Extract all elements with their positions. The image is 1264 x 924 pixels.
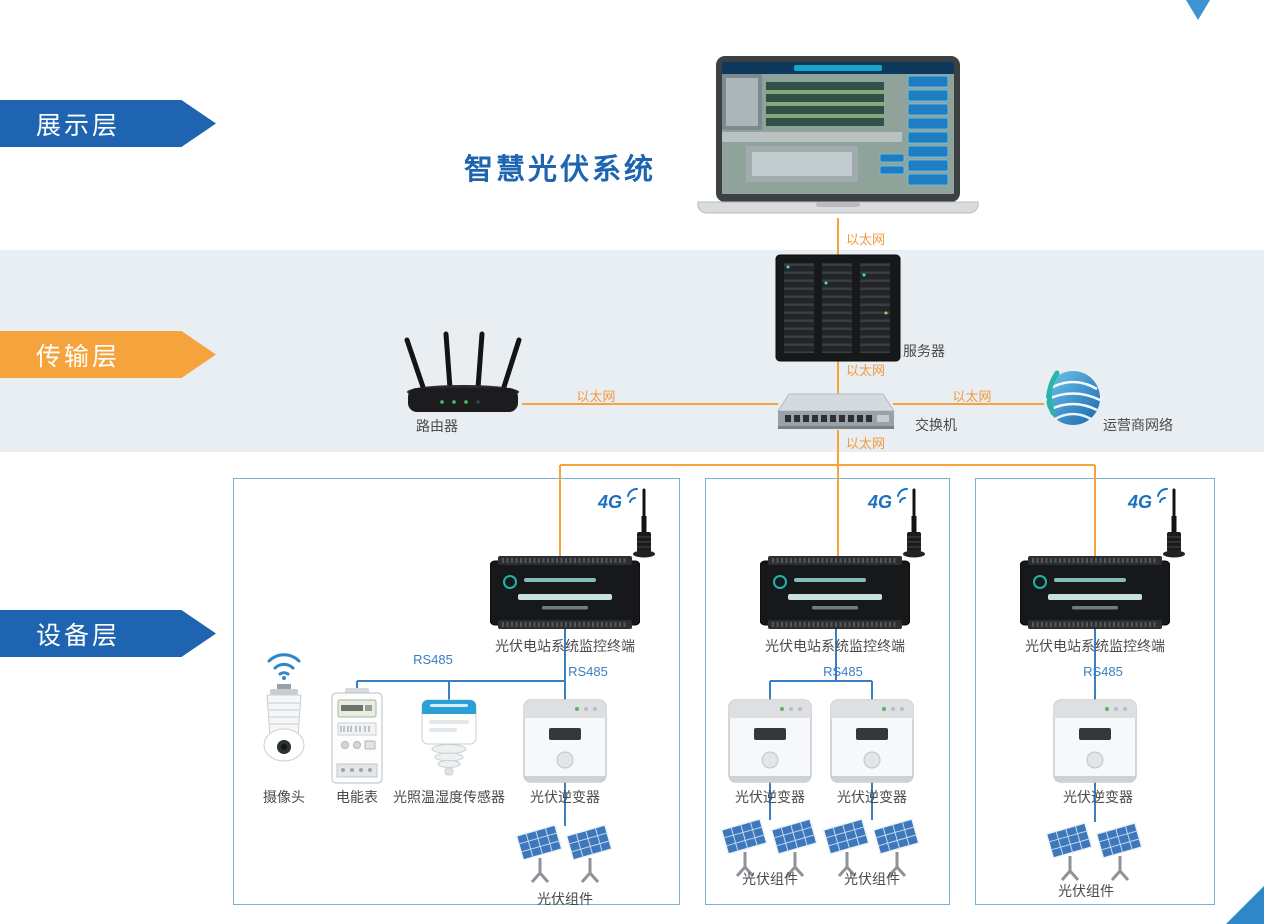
pv-module-label-1: 光伏组件 [537, 891, 593, 907]
pv-module-icon-3 [820, 812, 924, 882]
inverter-label-3: 光伏逆变器 [837, 789, 907, 805]
ethernet-label-server-switch: 以太网 [846, 363, 886, 378]
camera-icon [253, 684, 315, 768]
monitoring-terminal-2 [759, 556, 911, 631]
rs485-label-2: RS485 [823, 664, 863, 679]
display-layer-banner-label: 展示层 [36, 111, 121, 140]
device-layer-banner-label: 设备层 [36, 621, 121, 650]
pv-module-icon-1 [513, 818, 617, 888]
device-layer-banner: 设备层 [0, 610, 216, 657]
rs485-label-1a: RS485 [413, 652, 453, 667]
antenna-4g-3: 4G [1128, 486, 1192, 562]
ethernet-label-router-switch: 以太网 [576, 389, 616, 404]
antenna-4g-2: 4G [868, 486, 932, 562]
sensor-icon [420, 698, 478, 778]
inverter-label-1: 光伏逆变器 [530, 789, 600, 805]
ethernet-wires [522, 218, 1096, 560]
carrier-network-logo [1040, 368, 1104, 430]
switch-icon [773, 391, 897, 435]
pv-module-label-3: 光伏组件 [844, 871, 900, 887]
antenna-4g-label-1: 4G [598, 492, 623, 512]
ethernet-label-switch-carrier: 以太网 [952, 389, 992, 404]
device-group-1 [233, 478, 680, 905]
pv-module-icon-2 [718, 812, 822, 882]
inverter-icon-2 [726, 698, 814, 786]
transmission-layer-banner: 传输层 [0, 331, 216, 378]
router-label: 路由器 [416, 418, 458, 434]
rs485-wires [356, 626, 1096, 826]
antenna-4g-label-3: 4G [1128, 492, 1153, 512]
monitoring-terminal-1 [489, 556, 641, 631]
energy-meter-icon [331, 688, 383, 786]
rs485-label-3: RS485 [1083, 664, 1123, 679]
transmission-layer-banner-label: 传输层 [36, 342, 121, 371]
terminal-label-1: 光伏电站系统监控终端 [495, 638, 635, 654]
monitoring-terminal-3 [1019, 556, 1171, 631]
router-icon [402, 330, 524, 414]
terminal-label-3: 光伏电站系统监控终端 [1025, 638, 1165, 654]
pv-module-label-4: 光伏组件 [1058, 883, 1114, 899]
antenna-4g-1: 4G [598, 486, 662, 562]
inverter-icon-3 [828, 698, 916, 786]
inverter-icon-4 [1051, 698, 1139, 786]
carrier-label: 运营商网络 [1103, 417, 1173, 433]
laptop-icon [688, 54, 988, 220]
switch-label: 交换机 [915, 417, 957, 433]
ethernet-label-switch-devices: 以太网 [846, 436, 886, 451]
terminal-label-2: 光伏电站系统监控终端 [765, 638, 905, 654]
pv-module-icon-4 [1043, 816, 1147, 886]
device-group-2 [705, 478, 950, 905]
meter-label: 电能表 [336, 789, 378, 805]
system-title: 智慧光伏系统 [463, 154, 657, 186]
sensor-label: 光照温湿度传感器 [393, 789, 505, 805]
rs485-label-1b: RS485 [568, 664, 608, 679]
server-label: 服务器 [903, 343, 945, 359]
camera-label: 摄像头 [263, 789, 305, 805]
antenna-4g-label-2: 4G [868, 492, 893, 512]
display-layer-banner: 展示层 [0, 100, 216, 147]
corner-decoration-top [1178, 0, 1218, 22]
inverter-label-2: 光伏逆变器 [735, 789, 805, 805]
wifi-icon [264, 648, 304, 680]
corner-decoration-bottom [1226, 886, 1264, 924]
inverter-icon-1 [521, 698, 609, 786]
inverter-label-4: 光伏逆变器 [1063, 789, 1133, 805]
server-icon [774, 253, 902, 363]
ethernet-label-laptop-server: 以太网 [846, 232, 886, 247]
pv-module-label-2: 光伏组件 [742, 871, 798, 887]
